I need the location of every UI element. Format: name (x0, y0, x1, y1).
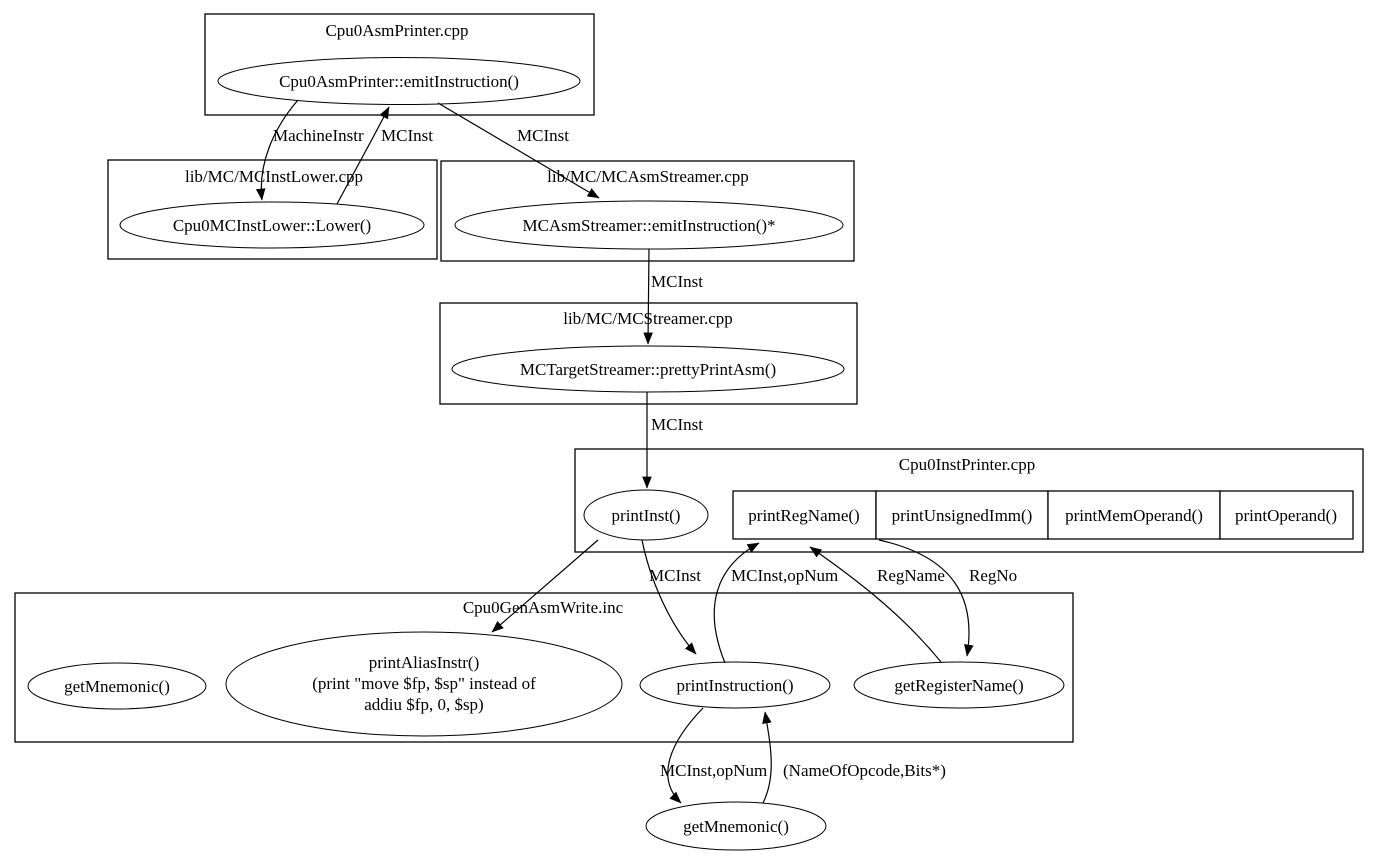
node-getregistername-ellipse (853, 661, 1065, 709)
node-prettyprintasm-ellipse (451, 345, 845, 393)
node-lower-ellipse (119, 201, 425, 249)
edge-printinst-to-printinstruction (641, 539, 697, 655)
node-printaliasinstr-label-line1: printAliasInstr() (369, 653, 479, 672)
edge-label-nameofopcode-bits: (NameOfOpcode,Bits*) (783, 761, 946, 780)
cluster-cpu0genasmwrite-title: Cpu0GenAsmWrite.inc (463, 598, 624, 617)
edge-label-mcinst-lower-return: MCInst (381, 126, 433, 145)
node-getmnemonic-inc-label: getMnemonic() (64, 677, 170, 696)
node-printinst-label: printInst() (612, 506, 681, 525)
edge-label-machineinstr: MachineInstr (273, 126, 364, 145)
node-getmnemonic-bottom-label: getMnemonic() (683, 817, 789, 836)
edge-label-regname: RegName (877, 566, 945, 585)
node-printinstruction-label: printInstruction() (676, 676, 793, 695)
node-emitinstruction-label: Cpu0AsmPrinter::emitInstruction() (279, 72, 519, 91)
edge-printinstruction-to-printregname (713, 542, 760, 664)
node-printmemoperand-label: printMemOperand() (1065, 506, 1203, 525)
edge-label-mcinst-opnum-getmnemonic: MCInst,opNum (660, 761, 767, 780)
node-mcasmstreamer-emitinstruction-label: MCAsmStreamer::emitInstruction()* (522, 216, 775, 235)
edge-printregname-to-getregistername (878, 539, 974, 657)
node-printunsignedimm-cell (875, 490, 1049, 540)
node-printunsignedimm-label: printUnsignedImm() (892, 506, 1033, 525)
node-prettyprintasm-label: MCTargetStreamer::prettyPrintAsm() (520, 360, 776, 379)
node-printoperand-label: printOperand() (1235, 506, 1337, 525)
cluster-mcasmstreamer-title: lib/MC/MCAsmStreamer.cpp (547, 167, 749, 186)
edge-mcasmstreamer-to-prettyprintasm (643, 248, 653, 345)
node-getmnemonic-inc-ellipse (27, 662, 207, 710)
edge-printinstruction-to-getmnemonic (667, 707, 704, 804)
edge-getregistername-to-printregname (809, 546, 942, 663)
edge-label-mcinst-to-streamer: MCInst (517, 126, 569, 145)
node-printinstruction-ellipse (639, 661, 831, 709)
node-getmnemonic-bottom-ellipse (645, 801, 827, 851)
node-lower-label: Cpu0MCInstLower::Lower() (173, 216, 371, 235)
edge-label-mcinst-to-printinst: MCInst (651, 415, 703, 434)
cluster-cpu0instprinter-title: Cpu0InstPrinter.cpp (899, 455, 1035, 474)
edge-label-mcinst-to-printinstruction: MCInst (649, 566, 701, 585)
node-printaliasinstr-label-line3: addiu $fp, 0, $sp) (364, 695, 483, 714)
edge-printinst-to-printaliasinstr (491, 539, 599, 633)
node-printregname-cell (732, 490, 877, 540)
node-printaliasinstr-label-line2: (print "move $fp, $sp" instead of (312, 674, 536, 693)
node-printoperand-cell (1219, 490, 1354, 540)
edge-label-regno: RegNo (969, 566, 1017, 585)
edge-label-mcinst-to-prettyprint: MCInst (651, 272, 703, 291)
node-printregname-label: printRegName() (748, 506, 859, 525)
edge-emitinstruction-to-mcasmstreamer (437, 102, 600, 199)
edge-label-mcinst-opnum: MCInst,opNum (731, 566, 838, 585)
edge-getmnemonic-to-printinstruction (762, 711, 772, 804)
edge-emitinstruction-to-lower (255, 99, 299, 201)
node-printinst-ellipse (583, 489, 709, 541)
node-emitinstruction-ellipse (217, 57, 581, 105)
cluster-cpu0asmprinter-title: Cpu0AsmPrinter.cpp (325, 21, 468, 40)
node-printaliasinstr-ellipse (225, 631, 623, 737)
node-printmemoperand-cell (1047, 490, 1221, 540)
edge-lower-to-emitinstruction (336, 106, 390, 205)
cluster-mcinstlower-title: lib/MC/MCInstLower.cpp (185, 167, 363, 186)
node-getregistername-label: getRegisterName() (894, 676, 1023, 695)
